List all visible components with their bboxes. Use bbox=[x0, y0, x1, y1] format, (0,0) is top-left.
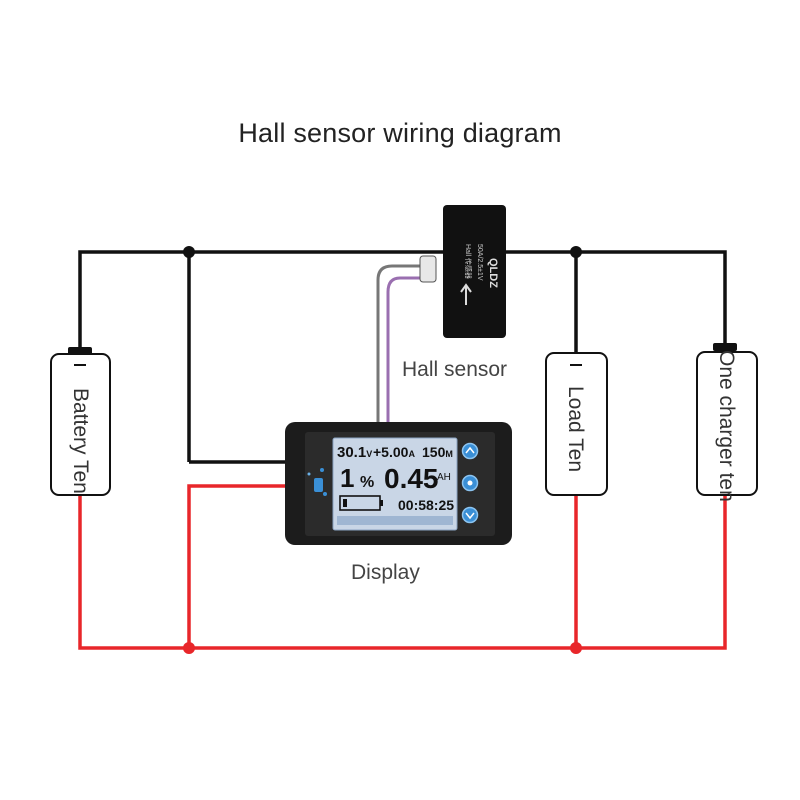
junction-dot bbox=[183, 246, 195, 258]
current-value: +5.00 bbox=[373, 444, 409, 460]
battery-cell bbox=[50, 347, 111, 496]
positive-wiring bbox=[78, 484, 727, 650]
sensor-connector bbox=[419, 255, 437, 283]
percent-unit: % bbox=[360, 474, 374, 491]
chevron-up-icon bbox=[465, 446, 475, 454]
junction-dot bbox=[570, 642, 582, 654]
load-body bbox=[545, 352, 608, 496]
svg-text:+5.00A: +5.00A bbox=[373, 444, 415, 460]
status-leds bbox=[307, 468, 327, 496]
hall-sensor: QLDZ 50A/2.5±1V Hall 传感器 bbox=[419, 205, 506, 338]
sensor-cable bbox=[376, 264, 432, 422]
percent-value: 1 bbox=[340, 463, 354, 493]
battery-level-icon bbox=[339, 495, 383, 511]
diagram-title: Hall sensor wiring diagram bbox=[238, 118, 562, 148]
charger-cell bbox=[696, 343, 758, 496]
down-button[interactable] bbox=[461, 506, 479, 524]
time-remaining-unit: M bbox=[445, 449, 453, 459]
display-unit: 30.1V +5.00A 150M 1 % 0.45 AH 00:58:25 bbox=[285, 422, 512, 545]
junction-dot bbox=[183, 642, 195, 654]
sensor-brand: QLDZ bbox=[487, 258, 499, 288]
display-buttons bbox=[461, 442, 479, 524]
clock-value: 00:58:25 bbox=[398, 497, 454, 513]
hall-sensor-label: Hall sensor bbox=[402, 358, 508, 381]
load-label: Load Ten bbox=[564, 386, 587, 473]
load-cell bbox=[545, 352, 608, 496]
voltage-unit: V bbox=[366, 449, 372, 459]
charger-label: One charger ten bbox=[715, 350, 738, 502]
svg-text:30.1V: 30.1V bbox=[337, 444, 372, 461]
wire-junctions bbox=[183, 246, 582, 654]
sensor-body bbox=[443, 205, 506, 338]
charger-body bbox=[696, 351, 758, 496]
display-label: Display bbox=[351, 561, 420, 584]
junction-dot bbox=[570, 246, 582, 258]
sensor-type: Hall 传感器 bbox=[464, 244, 473, 279]
voltage-value: 30.1 bbox=[337, 444, 366, 461]
lcd-screen bbox=[332, 437, 458, 531]
lcd-status-strip bbox=[337, 516, 453, 525]
charger-terminal bbox=[713, 343, 737, 351]
current-direction-arrow-icon bbox=[460, 283, 472, 305]
battery-label: Battery Ten bbox=[69, 388, 92, 494]
svg-text:150M: 150M bbox=[422, 444, 453, 460]
negative-wiring bbox=[78, 250, 727, 464]
capacity-value: 0.45 bbox=[384, 463, 439, 494]
capacity-unit: AH bbox=[437, 472, 451, 483]
ok-icon bbox=[467, 480, 473, 486]
current-unit: A bbox=[408, 449, 415, 459]
chevron-down-icon bbox=[465, 512, 475, 520]
up-button[interactable] bbox=[461, 442, 479, 460]
sensor-spec: 50A/2.5±1V bbox=[476, 244, 483, 281]
time-remaining-value: 150 bbox=[422, 444, 446, 460]
battery-body bbox=[50, 353, 111, 496]
